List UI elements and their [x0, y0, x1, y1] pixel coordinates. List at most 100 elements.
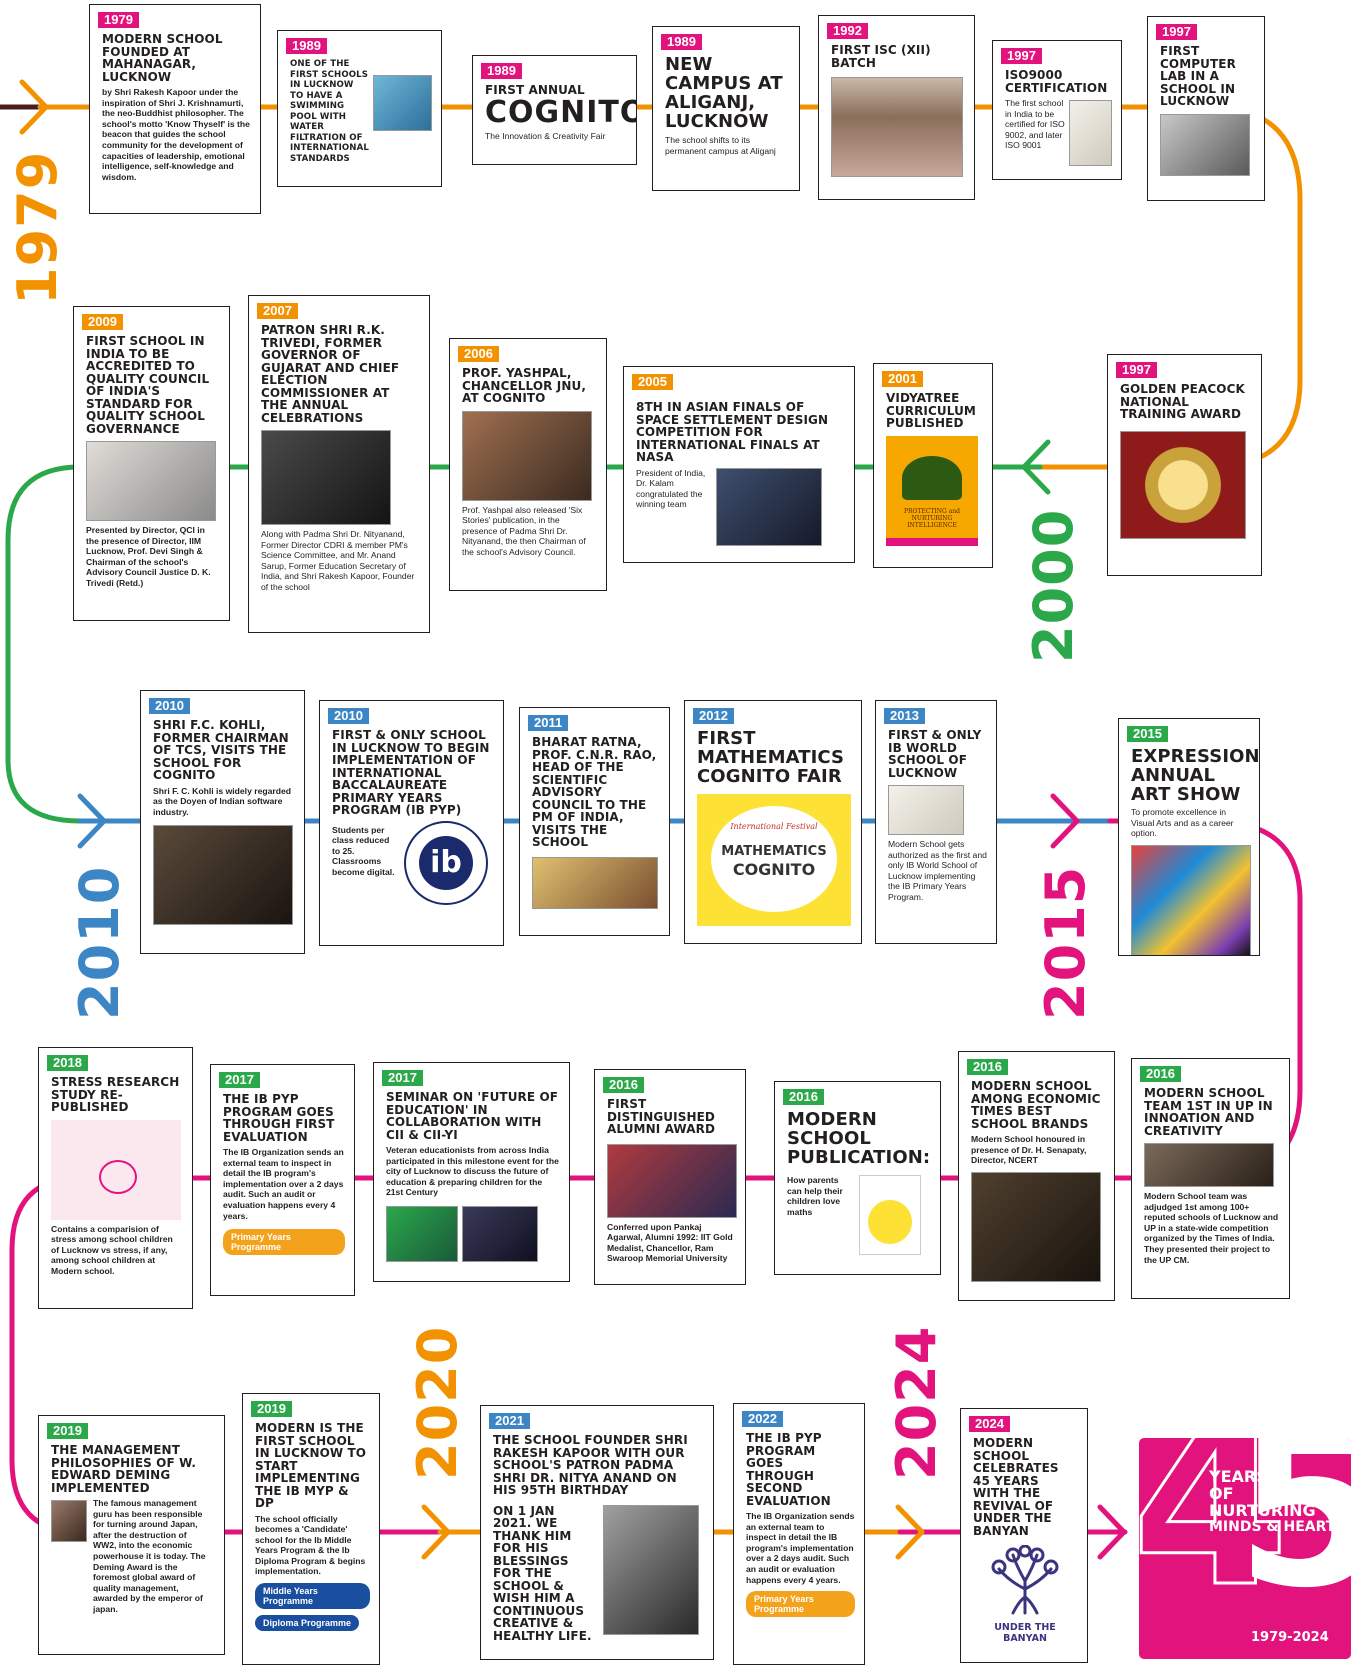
milestone-text: The famous management guru has been resp…	[93, 1498, 206, 1614]
stress-study-cover	[51, 1119, 181, 1220]
milestone-card: 2011 Bharat Ratna, Prof. C.N.R. Rao, Hea…	[519, 707, 670, 936]
milestone-text: Modern School honoured in presence of Dr…	[971, 1134, 1087, 1166]
curriculum-book-cover: PROTECTING and NURTURING INTELLIGENCE	[886, 435, 978, 546]
milestone-title: Modern School Publication:	[787, 1109, 931, 1168]
ib-logo-mark: ib	[419, 835, 473, 890]
milestone-text: President of India, Dr. Kalam congratula…	[636, 467, 706, 510]
milestone-card: 2005 8th in Asian Finals of Space Settle…	[623, 366, 855, 563]
milestone-card: 2022 The IB PYP program goes through sec…	[733, 1403, 865, 1665]
milestone-card: 2015 Expressions: Annual Art Show To pro…	[1118, 718, 1260, 956]
milestone-title: ISO9000 Certification	[1005, 68, 1108, 95]
emblem-years-text: YEARS	[1209, 1467, 1268, 1486]
year-badge: 2019	[251, 1401, 292, 1417]
milestone-card: 2024 Modern School celebrates 45 years w…	[960, 1408, 1088, 1663]
numeral-five: 5	[1235, 1438, 1351, 1636]
milestone-card: 2013 First & only IB World School of Luc…	[875, 700, 997, 944]
seminar-banner-photo	[386, 1205, 458, 1262]
decade-label-2024: 2024	[885, 1325, 948, 1480]
milestone-text: The Innovation & Creativity Fair	[485, 130, 606, 141]
seminar-stage-photo	[462, 1205, 538, 1262]
year-badge: 2024	[969, 1416, 1010, 1432]
milestone-title: First Distinguished Alumni Award	[607, 1097, 716, 1136]
dp-badge: Diploma Programme	[255, 1615, 360, 1632]
milestone-text: The school officially becomes a 'Candida…	[255, 1513, 366, 1577]
year-badge: 2015	[1127, 726, 1168, 742]
milestone-text: How parents can help their children love…	[787, 1175, 843, 1217]
banyan-tree-icon	[991, 1544, 1059, 1615]
year-badge: 1997	[1116, 362, 1157, 378]
milestone-text: The IB Organization sends an external te…	[223, 1147, 344, 1221]
milestone-card: 2016 First Distinguished Alumni Award Co…	[594, 1069, 746, 1285]
nasa-team-photo	[716, 467, 822, 546]
milestone-card: 1992 First ISC (XII) Batch	[818, 15, 975, 200]
year-badge: 2012	[693, 708, 734, 724]
milestone-card: 2007 Patron Shri R.K. Trivedi, former Go…	[248, 295, 430, 633]
year-badge: 2016	[783, 1089, 824, 1105]
qci-award-photo	[86, 441, 216, 521]
year-badge: 2016	[603, 1077, 644, 1093]
milestone-title: First computer lab in a school in Luckno…	[1160, 44, 1236, 108]
milestone-text: Conferred upon Pankaj Agarwal, Alumni 19…	[607, 1221, 733, 1264]
kohli-visit-photo	[153, 825, 293, 926]
milestone-text: Along with Padma Shri Dr. Nityanand, For…	[261, 529, 415, 592]
under-the-banyan-logo-text: UNDER THE BANYAN	[994, 1622, 1056, 1644]
milestone-card: 2012 First Mathematics Cognito Fair Inte…	[684, 700, 862, 944]
milestone-text: Prof. Yashpal also released 'Six Stories…	[462, 504, 586, 557]
milestone-title: Expressions: Annual Art Show	[1131, 746, 1260, 805]
computer-lab-photo	[1160, 113, 1250, 176]
milestone-title: Modern School celebrates 45 years with t…	[973, 1436, 1059, 1538]
year-badge: 1997	[1001, 48, 1042, 64]
milestone-text: Modern School gets authorized as the fir…	[888, 839, 987, 902]
art-show-poster	[1131, 844, 1251, 955]
milestone-title: Seminar on 'Future of Education' in coll…	[386, 1090, 559, 1142]
year-badge: 1989	[286, 38, 327, 54]
certificate-image	[1068, 100, 1112, 166]
isc-batch-photo	[831, 77, 963, 177]
emblem-of-text: OF	[1209, 1484, 1234, 1503]
milestone-title: Modern School founded at Mahanagar, Luck…	[102, 32, 223, 84]
year-badge: 2021	[489, 1413, 530, 1429]
milestone-card: 2016 Modern School among Economic Times …	[958, 1051, 1115, 1301]
milestone-card: 2016 Modern School team 1st in UP in Inn…	[1131, 1058, 1290, 1299]
pyp-badge: Primary Years Programme	[746, 1591, 855, 1618]
swimming-pool-photo	[372, 75, 432, 131]
milestone-text: Veteran educationists from across India …	[386, 1145, 559, 1198]
year-badge: 1992	[827, 23, 868, 39]
milestone-title: Bharat Ratna, Prof. C.N.R. Rao, Head of …	[532, 735, 657, 849]
ib-world-school-logo: ib	[404, 820, 488, 905]
milestone-card: 2010 Shri F.C. Kohli, former Chairman of…	[140, 690, 305, 954]
milestone-card: 2019 The Management Philosophies of W. E…	[38, 1415, 225, 1655]
milestone-title: First ISC (XII) Batch	[831, 43, 931, 70]
alumni-award-photo	[607, 1143, 737, 1218]
milestone-text: The IB Organization sends an external te…	[746, 1511, 855, 1585]
et-award-photo	[971, 1171, 1101, 1282]
year-badge: 2017	[382, 1070, 423, 1086]
milestone-text: by Shri Rakesh Kapoor under the inspirat…	[102, 87, 250, 182]
decade-label-2020: 2020	[406, 1325, 469, 1480]
milestone-card: 1979 Modern School founded at Mahanagar,…	[89, 4, 261, 214]
logo-mathematics-text: MATHEMATICS	[721, 844, 827, 859]
myp-badge: Middle Years Programme	[255, 1583, 370, 1610]
pyp-badge: Primary Years Programme	[223, 1229, 345, 1256]
milestone-card: 1989 New Campus at Aliganj, Lucknow The …	[652, 26, 800, 191]
milestone-title: The IB PYP program goes through first ev…	[223, 1092, 335, 1144]
innovation-team-photo	[1144, 1143, 1274, 1187]
golden-peacock-award-image	[1120, 430, 1246, 539]
year-badge: 2001	[882, 371, 923, 387]
milestone-subtitle: On 1 Jan 2021. We thank him for his bles…	[493, 1503, 592, 1643]
milestone-card: 2019 Modern is the first school in Luckn…	[242, 1393, 380, 1665]
book-title: PROTECTING and NURTURING INTELLIGENCE	[903, 507, 961, 529]
year-badge: 2010	[149, 698, 190, 714]
logo-festival-text: International Festival	[730, 822, 818, 831]
milestone-title: 8th in Asian Finals of Space Settlement …	[636, 400, 829, 464]
year-badge: 2022	[742, 1411, 783, 1427]
milestone-title: The IB PYP program goes through second e…	[746, 1431, 831, 1508]
numeral-four: 4	[1139, 1438, 1291, 1637]
milestone-card: 2009 First school in India to be accredi…	[73, 306, 230, 621]
milestone-text: To promote excellence in Visual Arts and…	[1131, 807, 1234, 839]
year-badge: 2017	[219, 1072, 260, 1088]
mathematics-cognito-logo: International Festival MATHEMATICS COGNI…	[697, 794, 851, 926]
decade-label-2015: 2015	[1034, 865, 1097, 1020]
emblem-nurturing-text: NURTURING	[1209, 1501, 1316, 1520]
milestone-card: 2010 First & only school in Lucknow to b…	[319, 700, 504, 946]
